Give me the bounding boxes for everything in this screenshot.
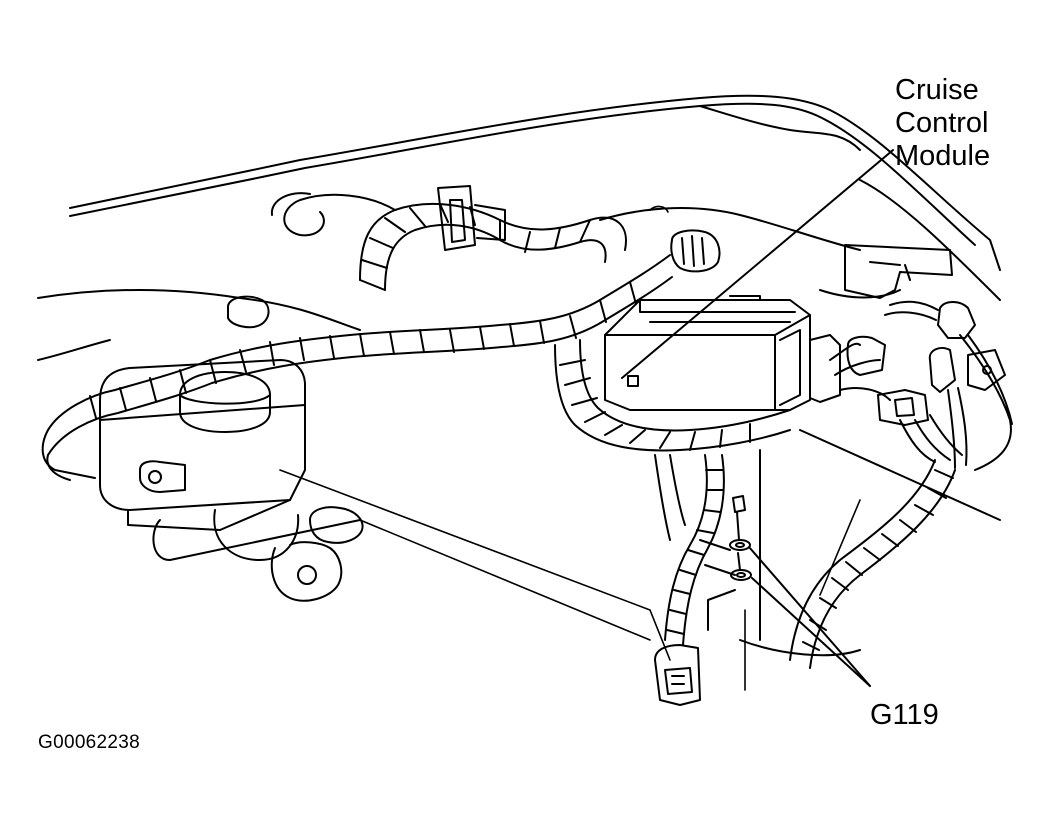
g119-leader-a xyxy=(748,546,871,687)
cruise-module-leader xyxy=(621,149,894,379)
callout-leaders xyxy=(621,149,894,687)
booster-flange xyxy=(270,506,364,602)
ground-label: G119 xyxy=(870,699,939,731)
wiring-harness xyxy=(41,192,956,669)
cruise-control-module xyxy=(604,295,841,411)
g119-leader-b xyxy=(751,577,871,687)
callout-line-1: Cruise xyxy=(895,74,979,106)
cowl-edge xyxy=(69,94,1001,271)
figure-id: G00062238 xyxy=(38,732,141,753)
cruise-control-module-label: Cruise Control Module xyxy=(895,74,990,173)
panel-lines xyxy=(279,205,861,691)
harness-connectors xyxy=(437,185,1013,706)
brake-master-cylinder xyxy=(99,295,361,561)
callout-line-3: Module xyxy=(895,140,991,172)
ground-g119 xyxy=(699,495,752,631)
firewall-panel xyxy=(37,179,1001,657)
callout-line-2: Control xyxy=(895,107,989,139)
mounting-bracket xyxy=(819,244,953,299)
